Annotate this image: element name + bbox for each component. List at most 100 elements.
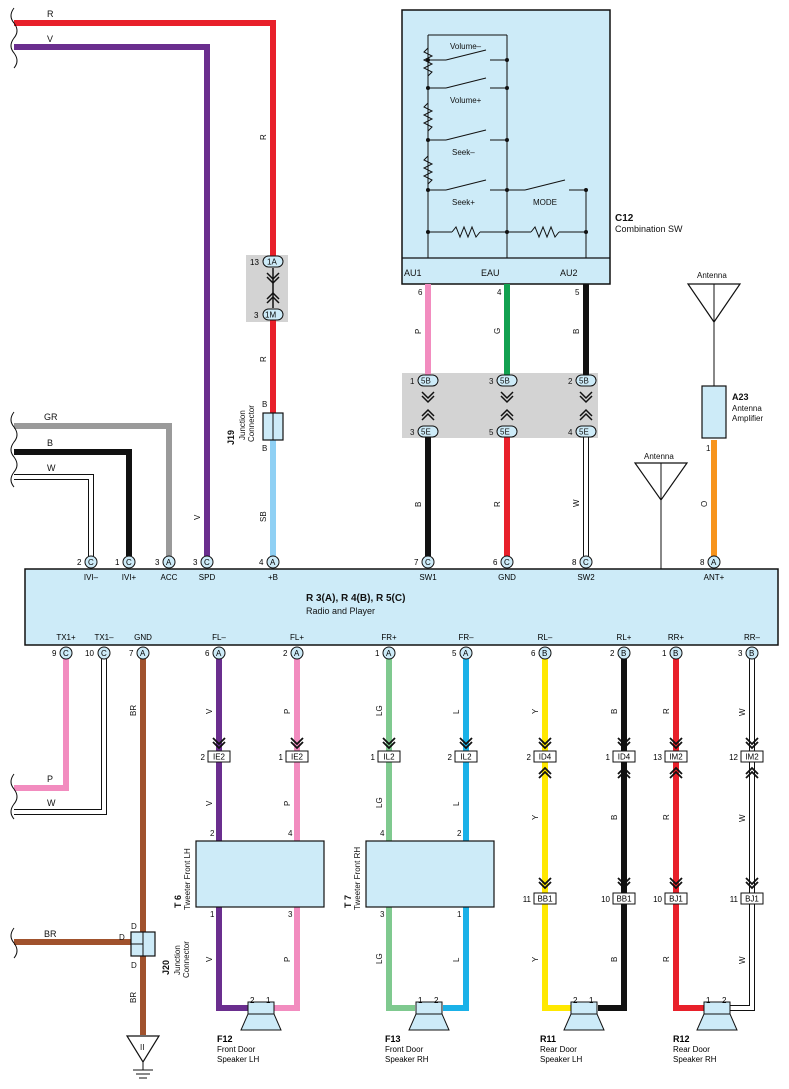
inline-connector-num: 13 [653, 753, 662, 762]
wl-w2: W [738, 814, 747, 822]
wires-top [14, 20, 717, 569]
speaker-pin-2: 1 [266, 996, 271, 1005]
rear-connector-box [612, 892, 636, 905]
bottom-pin-number: 1 [375, 649, 380, 658]
speaker-pin-1: 1 [706, 996, 711, 1005]
wire-p-fl [274, 659, 300, 1011]
bottom-pin-label: TX1– [94, 633, 114, 642]
speaker-pin-2: 2 [722, 996, 727, 1005]
left-wire-p: P [47, 774, 53, 784]
j5-3a-num: 2 [568, 377, 573, 386]
wire-break-marks [10, 7, 18, 959]
wl-r3: R [662, 956, 671, 962]
top-pin-circle [579, 555, 593, 569]
speaker-icon [563, 1013, 605, 1031]
connector-chevron [538, 737, 552, 750]
connector-chevron [382, 737, 396, 750]
bottom-pin-circle [97, 646, 111, 660]
top-pin-circle [421, 555, 435, 569]
inline-connector-code: IE2 [291, 753, 304, 762]
top-pin-number: 7 [414, 558, 419, 567]
wl-p-au1: P [414, 329, 423, 334]
inline-connector-box [285, 750, 309, 763]
switch-seek-plus: Seek+ [452, 198, 475, 207]
amp-pin: 1 [706, 444, 711, 453]
wire-lg-fr [386, 659, 415, 1011]
tweeter-lh-p3: 1 [210, 910, 215, 919]
top-pin-circle [200, 555, 214, 569]
switch-seek-minus: Seek– [452, 148, 475, 157]
bottom-pin-number: 6 [205, 649, 210, 658]
wire-b-rl [598, 659, 627, 1011]
wire-v-fl [216, 659, 248, 1011]
wl-r2: R [662, 814, 671, 820]
combo-terminal-au2: AU2 [560, 268, 578, 278]
wl-w-sw2: W [572, 499, 581, 507]
connector-chevron [617, 877, 631, 890]
bottom-pin-letter: A [294, 649, 300, 658]
speaker-code: F12 [217, 1034, 233, 1044]
connector-chevron [745, 737, 759, 750]
j20-code: J20 [161, 960, 171, 975]
rear-connector-num: 11 [730, 895, 739, 904]
top-pin-letter: A [166, 558, 172, 567]
inline-connector-code: ID4 [618, 753, 631, 762]
radio-bottom-pins: C9TX1+C10TX1–A7GNDA6FL–A2FL+A1FR+A5FR–B6… [52, 633, 761, 660]
connector-chevron [745, 766, 759, 779]
rear-connector-code: BJ1 [669, 895, 683, 904]
inline-connector-box [454, 750, 478, 763]
top-pin-number: 6 [493, 558, 498, 567]
wl-r-top: R [259, 134, 268, 140]
top-pin-letter: C [88, 558, 94, 567]
inline-connector-num: 1 [279, 753, 284, 762]
j5-2b: 5E [500, 428, 510, 437]
bottom-pin-number: 3 [738, 649, 743, 658]
ground-symbol [125, 1035, 161, 1064]
rear-connector-code: BB1 [616, 895, 632, 904]
bottom-pin-circle [212, 646, 226, 660]
wire-y-rl [542, 659, 571, 1011]
amp-line2: Amplifier [732, 414, 763, 423]
rear-connector-box [533, 892, 557, 905]
top-pin-label: ACC [161, 573, 178, 582]
wl-p2: P [283, 801, 292, 806]
tweeter-rh: T 7 Tweeter Front RH 4 2 3 1 [343, 829, 495, 919]
switch-dots [426, 58, 588, 234]
bottom-pin-letter: A [140, 649, 146, 658]
connector-chevron [669, 766, 683, 779]
rear-connector-num: 10 [601, 895, 610, 904]
wl-l1: L [452, 709, 461, 714]
top-pin-letter: C [204, 558, 210, 567]
inline-connector-code: IL2 [383, 753, 395, 762]
top-pin-label: IVI– [84, 573, 99, 582]
junction-5b-5e: 5B 5B 5B 5E 5E 5E 1 3 2 3 5 4 [410, 374, 597, 438]
wire-r-rr [673, 659, 704, 1011]
wire-b-ivi [14, 449, 132, 556]
inline-connector-box [207, 750, 231, 763]
j1-b-num: 3 [254, 311, 259, 320]
wl-lg1: LG [375, 705, 384, 716]
wl-p1: P [283, 709, 292, 714]
inline-connector-num: 2 [201, 753, 206, 762]
bottom-pin-number: 1 [662, 649, 667, 658]
top-pin-number: 8 [700, 558, 705, 567]
j1-a-num: 13 [250, 258, 259, 267]
speaker-line1: Rear Door [540, 1045, 577, 1054]
wl-br1: BR [129, 705, 138, 716]
speaker-pin-2: 1 [589, 996, 594, 1005]
speaker-pin-1: 2 [573, 996, 578, 1005]
bottom-pin-number: 2 [610, 649, 615, 658]
top-pin-label: SPD [199, 573, 216, 582]
inline-connector-num: 2 [448, 753, 453, 762]
tweeter-lh-name: Tweeter Front LH [183, 848, 192, 910]
connector-chevron [290, 737, 304, 750]
inline-connector-code: IE2 [213, 753, 226, 762]
speaker-line2: Speaker LH [217, 1055, 259, 1064]
wl-y2: Y [531, 814, 540, 820]
junction-1a-1m: 1A 13 1M 3 [250, 255, 284, 321]
wl-v-spd: V [193, 514, 202, 520]
tweeter-lh: T 6 Tweeter Front LH 2 4 1 3 [173, 829, 325, 919]
top-pin-label: GND [498, 573, 516, 582]
top-pin-circle [707, 555, 721, 569]
